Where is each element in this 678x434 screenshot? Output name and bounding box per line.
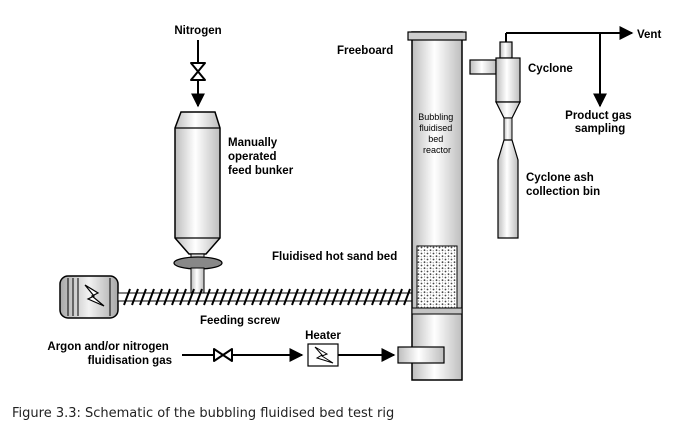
screw-flight xyxy=(131,288,139,306)
heater xyxy=(307,343,339,367)
screw-flight xyxy=(155,288,163,306)
screw-flight xyxy=(387,288,395,306)
screw-flight xyxy=(187,288,195,306)
label-vent: Vent xyxy=(637,29,661,41)
screw-flight xyxy=(363,288,371,306)
figure-caption: Figure 3.3: Schematic of the bubbling fl… xyxy=(12,406,395,421)
nitrogen-feed-line xyxy=(190,40,206,108)
motor-lightning-icon xyxy=(84,284,105,307)
screw-flight xyxy=(211,288,219,306)
screw-flight xyxy=(195,288,203,306)
screw-flight xyxy=(163,288,171,306)
screw-flight xyxy=(299,288,307,306)
heater-lightning-icon xyxy=(314,346,334,364)
feed-bunker xyxy=(173,111,223,295)
screw-flight xyxy=(227,288,235,306)
fluidisation-gas-line xyxy=(182,348,396,362)
screw-flight xyxy=(275,288,283,306)
reactor-cyclone-duct xyxy=(469,59,497,75)
screw-flight xyxy=(251,288,259,306)
screw-flight xyxy=(259,288,267,306)
screw-flight xyxy=(139,288,147,306)
screw-flight xyxy=(179,288,187,306)
feeding-screw xyxy=(117,288,416,306)
label-reactor: Bubbling fluidised bed reactor xyxy=(418,112,456,155)
label-freeboard: Freeboard xyxy=(337,45,393,57)
screw-motor xyxy=(59,275,119,319)
screw-flight xyxy=(339,288,347,306)
label-nitrogen: Nitrogen xyxy=(174,25,221,37)
screw-flight xyxy=(243,288,251,306)
screw-flight xyxy=(291,288,299,306)
screw-flight xyxy=(331,288,339,306)
vent-line xyxy=(505,26,634,42)
label-feeding-screw: Feeding screw xyxy=(200,315,280,327)
screw-flight xyxy=(379,288,387,306)
gas-valve-icon xyxy=(213,348,233,362)
screw-flight xyxy=(355,288,363,306)
label-sand-bed: Fluidised hot sand bed xyxy=(272,251,397,263)
distributor-plate xyxy=(411,307,463,315)
cyclone xyxy=(495,41,521,141)
label-gas-inlet: Argon and/or nitrogen fluidisation gas xyxy=(47,341,172,367)
screw-flight xyxy=(235,288,243,306)
label-product-gas: Product gas sampling xyxy=(565,110,635,135)
screw-flight xyxy=(203,288,211,306)
screw-flight xyxy=(219,288,227,306)
screw-flight xyxy=(347,288,355,306)
screw-flight xyxy=(395,288,403,306)
screw-flight xyxy=(403,288,411,306)
screw-flight xyxy=(323,288,331,306)
nitrogen-valve-icon xyxy=(190,62,206,81)
screw-flight xyxy=(371,288,379,306)
label-cyclone: Cyclone xyxy=(528,63,573,75)
label-feed-bunker: Manually operated feed bunker xyxy=(228,137,294,177)
label-ash-bin: Cyclone ash collection bin xyxy=(526,172,600,198)
screw-flight xyxy=(307,288,315,306)
sand-bed xyxy=(416,245,458,309)
reactor xyxy=(407,31,467,381)
screw-flight xyxy=(267,288,275,306)
screw-flight xyxy=(283,288,291,306)
ash-collection-bin xyxy=(497,139,519,239)
screw-flight xyxy=(123,288,131,306)
gas-inlet-nozzle xyxy=(397,346,445,364)
screw-flight xyxy=(315,288,323,306)
screw-flight xyxy=(147,288,155,306)
label-heater: Heater xyxy=(305,330,341,342)
screw-flight xyxy=(171,288,179,306)
